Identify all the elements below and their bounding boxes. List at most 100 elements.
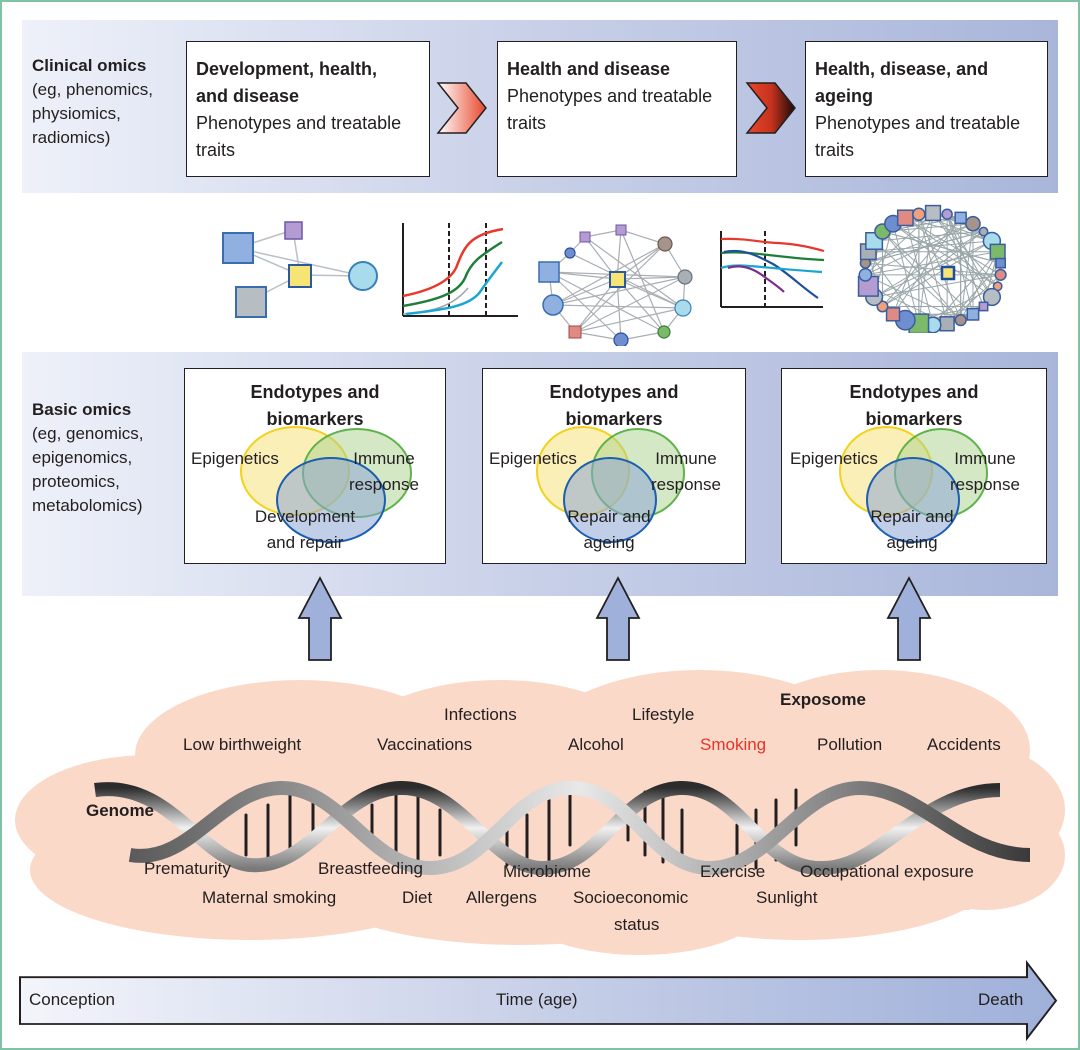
dense-network-icon bbox=[857, 204, 1007, 333]
network-node bbox=[995, 257, 1007, 269]
timeline-axis-label: Time (age) bbox=[496, 990, 578, 1009]
clinical-box-subtitle: traits bbox=[507, 113, 547, 133]
exposome-factor: Occupational exposure bbox=[800, 862, 974, 881]
up-arrow-icon bbox=[297, 576, 343, 661]
chevron-right-icon bbox=[745, 82, 796, 134]
small-network-icon bbox=[222, 221, 378, 318]
endotype-box-3: Endotypes and biomarkers Epigenetics Imm… bbox=[781, 368, 1047, 564]
network-edge bbox=[905, 217, 1001, 276]
basic-omics-label: Basic omics (eg, genomics, epigenomics, … bbox=[32, 398, 144, 518]
exposome-factor: Socioeconomic bbox=[573, 888, 689, 907]
exposome-factor: Microbiome bbox=[503, 862, 591, 881]
clinical-box-title: Health and disease bbox=[507, 59, 671, 79]
network-node bbox=[885, 307, 901, 322]
network-edge bbox=[873, 240, 993, 298]
clinical-box-title: Development, health, bbox=[196, 59, 378, 79]
venn-label-epigenetics: Epigenetics bbox=[790, 449, 878, 468]
network-edge bbox=[865, 212, 934, 276]
venn-diagram bbox=[536, 426, 685, 543]
clinical-box-title: Health, disease, and bbox=[815, 59, 989, 79]
up-arrow-icon bbox=[595, 576, 641, 661]
exposome-factor: Maternal smoking bbox=[202, 888, 337, 907]
exposome-factor: Alcohol bbox=[568, 735, 624, 754]
clinical-box-title: ageing bbox=[815, 86, 874, 106]
exposome-factor-highlighted: Smoking bbox=[700, 735, 767, 754]
exposome-factor: Sunlight bbox=[756, 888, 818, 907]
exposome-factor: Diet bbox=[402, 888, 433, 907]
clinical-omics-example: physiomics, bbox=[32, 104, 121, 123]
venn-label-immune: Immune response bbox=[950, 449, 1020, 494]
exposome-factor: status bbox=[614, 915, 660, 934]
rising-curves-chart-icon bbox=[402, 223, 518, 317]
medium-network-icon bbox=[538, 224, 693, 346]
clinical-box-subtitle: traits bbox=[196, 140, 236, 160]
clinical-box-ageing: Health, disease, and ageing Phenotypes a… bbox=[805, 41, 1048, 177]
timeline-end-label: Death bbox=[978, 990, 1024, 1009]
clinical-box-health: Health and disease Phenotypes and treata… bbox=[497, 41, 737, 177]
network-node bbox=[858, 267, 873, 282]
network-edge bbox=[874, 231, 984, 242]
network-edge bbox=[904, 217, 934, 326]
network-edge bbox=[918, 212, 934, 324]
network-node bbox=[965, 215, 981, 232]
clinical-omics-example: (eg, phenomics, bbox=[32, 80, 153, 99]
network-node bbox=[994, 268, 1007, 281]
network-edge bbox=[865, 274, 961, 321]
declining-curves-chart-icon bbox=[720, 231, 825, 308]
exposome-factor: Allergens bbox=[466, 888, 537, 907]
venn-label-immune: Immune response bbox=[651, 449, 721, 494]
clinical-omics-label: Clinical omics (eg, phenomics, physiomic… bbox=[32, 54, 153, 150]
network-edge bbox=[882, 240, 993, 307]
endotype-box-2: Endotypes and biomarkers Epigenetics Imm… bbox=[482, 368, 746, 564]
clinical-omics-example: radiomics) bbox=[32, 128, 111, 147]
network-node bbox=[896, 209, 914, 227]
basic-omics-example: proteomics, bbox=[32, 472, 120, 491]
network-node bbox=[978, 226, 989, 237]
endotype-box-title: Endotypes and biomarkers bbox=[250, 382, 380, 429]
network-edge bbox=[868, 240, 992, 253]
network-edge bbox=[932, 212, 999, 287]
exposome-factor: Lifestyle bbox=[632, 705, 695, 724]
clinical-box-subtitle: traits bbox=[815, 140, 855, 160]
network-edge bbox=[892, 212, 934, 315]
exposome-cloud-dna bbox=[15, 670, 1065, 955]
endotype-box-title: Endotypes and biomarkers bbox=[549, 382, 679, 429]
exposome-factor: Low birthweight bbox=[183, 735, 302, 754]
basic-omics-example: epigenomics, bbox=[32, 448, 133, 467]
exposome-factor: Pollution bbox=[817, 735, 883, 754]
network-edge bbox=[918, 214, 962, 321]
network-node bbox=[924, 204, 942, 222]
venn-label-repair: Repair and ageing bbox=[567, 507, 651, 552]
endotype-box-title: Endotypes and biomarkers bbox=[849, 382, 979, 429]
dna-strand-1 bbox=[94, 780, 1001, 876]
venn-diagram bbox=[240, 426, 412, 543]
exposome-factor: Prematurity bbox=[144, 859, 231, 878]
network-node bbox=[939, 316, 955, 332]
basic-omics-example: metabolomics) bbox=[32, 496, 143, 515]
endotype-box-1: Endotypes and biomarkers Epigenetics Imm… bbox=[184, 368, 446, 564]
clinical-omics-title: Clinical omics bbox=[32, 56, 147, 75]
genome-label: Genome bbox=[86, 801, 155, 820]
dna-strand-2 bbox=[128, 780, 1031, 876]
network-node bbox=[941, 208, 953, 220]
network-node bbox=[954, 314, 967, 327]
up-arrow-icon bbox=[886, 576, 932, 661]
timeline-start-label: Conception bbox=[29, 990, 116, 1009]
network-edge bbox=[946, 213, 993, 298]
venn-label-immune: Immune response bbox=[349, 449, 419, 494]
venn-label-repair: Repair and ageing bbox=[870, 507, 954, 552]
network-edge bbox=[892, 217, 962, 315]
network-node bbox=[954, 211, 967, 225]
clinical-box-development: Development, health, and disease Phenoty… bbox=[186, 41, 430, 177]
network-node bbox=[982, 287, 1002, 307]
exposome-factor: Accidents bbox=[927, 735, 1001, 754]
network-node bbox=[989, 243, 1006, 260]
network-node bbox=[966, 307, 980, 321]
basic-omics-title: Basic omics bbox=[32, 400, 132, 419]
network-edge bbox=[892, 223, 998, 287]
basic-omics-example: (eg, genomics, bbox=[32, 424, 144, 443]
timeline-arrow bbox=[19, 960, 1058, 1042]
venn-label-development: Development and repair bbox=[254, 507, 356, 552]
network-edge bbox=[932, 251, 999, 326]
